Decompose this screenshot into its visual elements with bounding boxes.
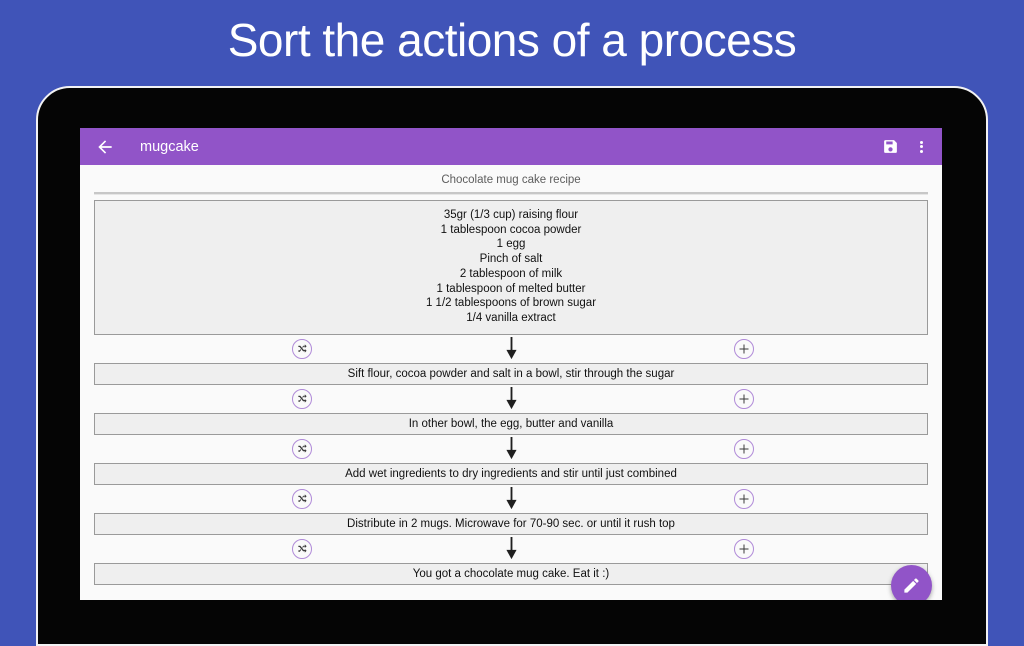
ingredient-item: 1 egg <box>496 238 526 251</box>
step-connector <box>94 385 928 413</box>
ingredient-item: Pinch of salt <box>479 253 543 266</box>
plus-circle-icon[interactable] <box>734 488 754 509</box>
edit-fab[interactable] <box>891 565 932 600</box>
shuffle-icon[interactable] <box>292 538 312 559</box>
arrow-down-icon <box>94 336 928 361</box>
recipe-title: Chocolate mug cake recipe <box>441 174 581 186</box>
arrow-down-icon <box>94 436 928 461</box>
shuffle-icon[interactable] <box>292 388 312 409</box>
arrow-down-icon <box>94 386 928 411</box>
process-step[interactable]: Sift flour, cocoa powder and salt in a b… <box>94 362 928 385</box>
ingredient-item: 35gr (1/3 cup) raising flour <box>443 209 579 221</box>
app-bar: mugcake <box>80 128 942 165</box>
ingredient-item: 1 tablespoon of melted butter <box>436 282 586 295</box>
process-step[interactable]: In other bowl, the egg, butter and vanil… <box>94 412 928 435</box>
ingredient-item: 1/4 vanilla extract <box>466 311 556 324</box>
promo-banner: Sort the actions of a process mugcake <box>36 14 988 646</box>
process-step[interactable]: You got a chocolate mug cake. Eat it :) <box>94 562 928 585</box>
menu-dot <box>919 140 923 144</box>
ingredient-item: 2 tablespoon of milk <box>459 267 563 280</box>
step-connector <box>94 435 928 463</box>
app-bar-title: mugcake <box>140 138 199 155</box>
shuffle-icon[interactable] <box>292 338 312 359</box>
save-icon[interactable] <box>878 135 902 159</box>
process-step[interactable]: Distribute in 2 mugs. Microwave for 70-9… <box>94 512 928 535</box>
plus-circle-icon[interactable] <box>734 338 754 359</box>
menu-dot <box>919 149 923 153</box>
ingredient-item: 1 1/2 tablespoons of brown sugar <box>425 297 597 310</box>
plus-circle-icon[interactable] <box>734 388 754 409</box>
app-screen: mugcake Chocolate mug cake recipe 35gr <box>80 128 942 600</box>
process-step[interactable]: Add wet ingredients to dry ingredients a… <box>94 462 928 485</box>
plus-circle-icon[interactable] <box>734 438 754 459</box>
ingredients-box[interactable]: 35gr (1/3 cup) raising flour 1 tablespoo… <box>94 200 928 335</box>
overflow-menu-icon[interactable] <box>912 135 930 159</box>
promo-headline: Sort the actions of a process <box>227 14 797 66</box>
step-connector <box>94 485 928 513</box>
process-editor: Chocolate mug cake recipe 35gr (1/3 cup)… <box>80 165 942 585</box>
shuffle-icon[interactable] <box>292 438 312 459</box>
title-divider <box>94 192 928 195</box>
shuffle-icon[interactable] <box>292 488 312 509</box>
menu-dot <box>919 145 923 148</box>
arrow-down-icon <box>94 486 928 511</box>
arrow-down-icon <box>94 536 928 561</box>
ingredient-item: 1 tablespoon cocoa powder <box>440 223 582 236</box>
back-arrow-icon[interactable] <box>94 136 116 158</box>
step-connector <box>94 535 928 563</box>
step-connector <box>94 335 928 363</box>
plus-circle-icon[interactable] <box>734 538 754 559</box>
